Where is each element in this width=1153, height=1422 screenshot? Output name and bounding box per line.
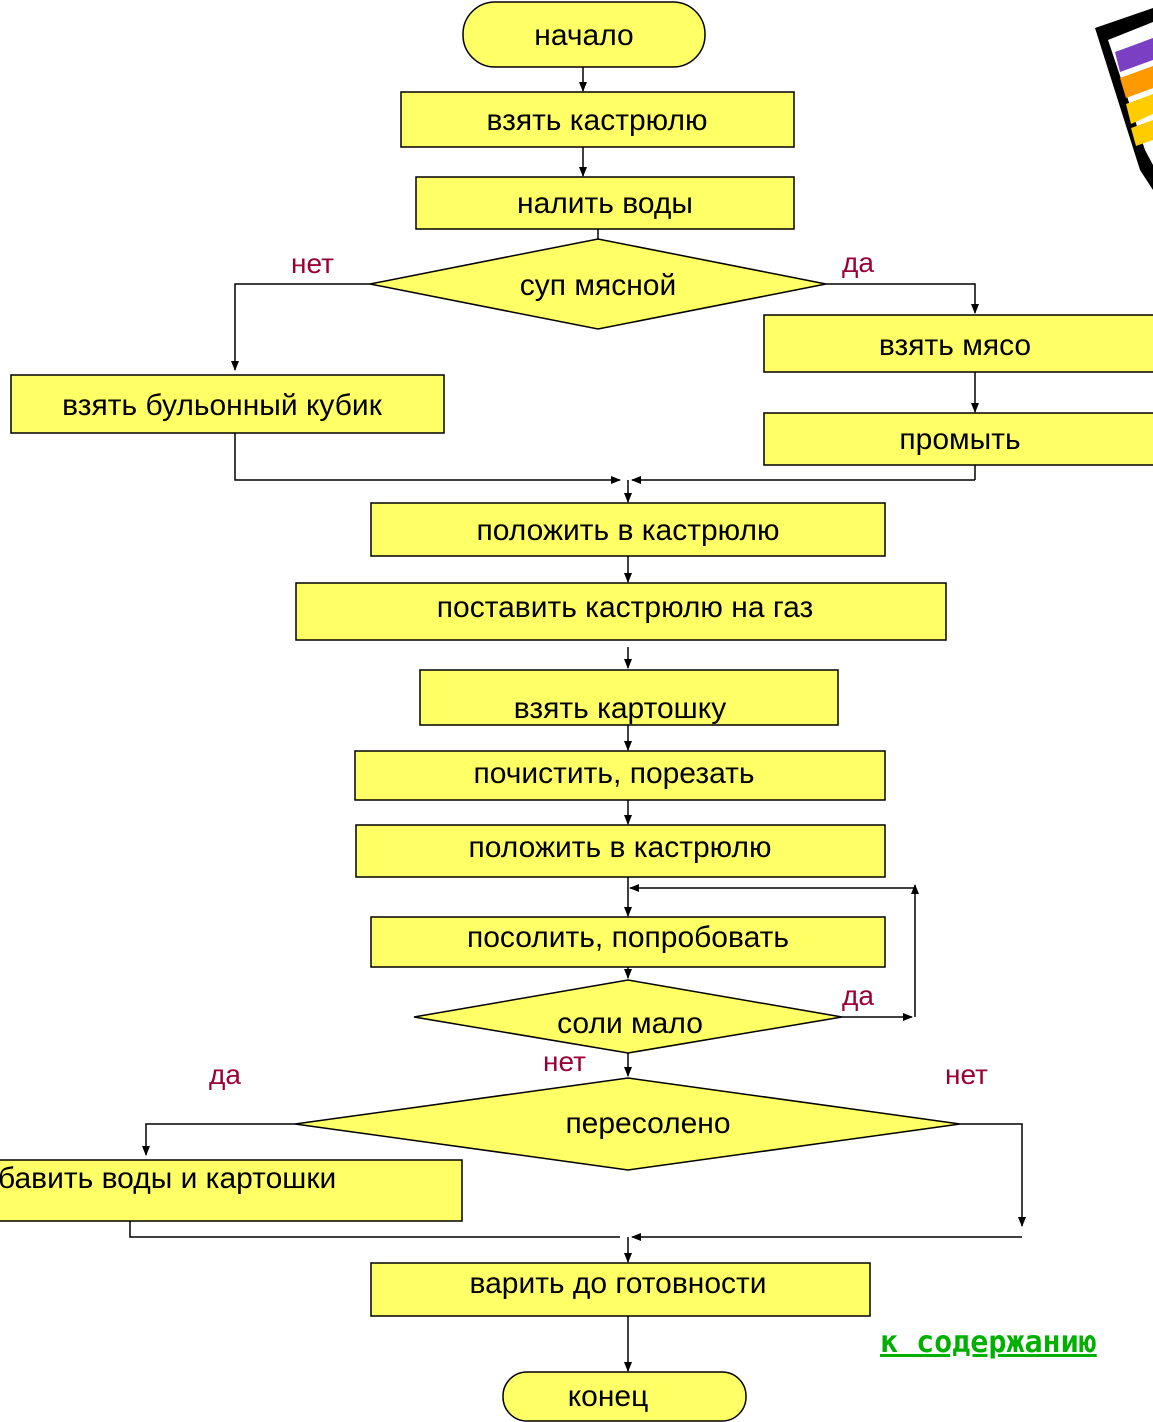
- step-cook-until-ready: варить до готовности: [370, 1262, 871, 1317]
- step-put-in-pot-2: положить в кастрюлю: [355, 824, 886, 878]
- decision-oversalted: пересолено: [294, 1077, 961, 1171]
- step-take-potato: взять картошку: [419, 669, 839, 726]
- put-in-pot-1-label: положить в кастрюлю: [476, 514, 779, 547]
- put-in-pot-2-label: положить в кастрюлю: [468, 831, 771, 864]
- oversalted-label: пересолено: [565, 1107, 730, 1140]
- meat-yes-label: да: [842, 247, 874, 278]
- decision-meat-soup: суп мясной: [369, 238, 827, 330]
- meat-no-label: нет: [291, 248, 334, 279]
- step-peel-cut: почистить, порезать: [354, 750, 886, 801]
- step-take-cube: взять бульонный кубик: [10, 374, 445, 434]
- salt-taste-label: посолить, попробовать: [467, 921, 789, 954]
- pot-on-gas-label: поставить кастрюлю на газ: [437, 591, 813, 624]
- step-salt-taste: посолить, попробовать: [370, 916, 886, 968]
- start-terminal: начало: [462, 1, 706, 68]
- take-pot-label: взять кастрюлю: [486, 104, 707, 137]
- step-take-pot: взять кастрюлю: [400, 91, 795, 148]
- notebook-icon: [1095, 8, 1153, 190]
- over-yes-label: да: [209, 1059, 241, 1090]
- step-pour-water: налить воды: [415, 176, 795, 230]
- salt-no-label: нет: [543, 1046, 586, 1077]
- take-meat-label: взять мясо: [879, 329, 1031, 362]
- decision-little-salt: соли мало: [413, 979, 843, 1054]
- take-potato-label: взять картошку: [514, 692, 726, 725]
- meat-soup-label: суп мясной: [520, 269, 676, 302]
- end-terminal: конец: [502, 1371, 747, 1422]
- peel-cut-label: почистить, порезать: [474, 757, 755, 790]
- over-no-label: нет: [945, 1059, 988, 1090]
- add-water-potato-label: добавить воды и картошки: [0, 1162, 336, 1195]
- cook-until-ready-label: варить до готовности: [469, 1267, 766, 1300]
- table-of-contents-link[interactable]: к содержанию: [880, 1325, 1097, 1360]
- start-label: начало: [534, 19, 633, 52]
- end-label: конец: [568, 1380, 649, 1413]
- little-salt-label: соли мало: [557, 1007, 703, 1040]
- pour-water-label: налить воды: [517, 187, 693, 220]
- step-add-water-potato: добавить воды и картошки: [0, 1159, 463, 1222]
- step-pot-on-gas: поставить кастрюлю на газ: [295, 582, 947, 641]
- rinse-label: промыть: [899, 423, 1020, 456]
- step-take-meat: взять мясо: [763, 314, 1153, 373]
- step-put-in-pot-1: положить в кастрюлю: [370, 502, 886, 557]
- connectors: [129, 67, 1026, 1372]
- take-cube-label: взять бульонный кубик: [62, 389, 383, 422]
- salt-yes-label: да: [842, 980, 874, 1011]
- step-rinse: промыть: [763, 412, 1153, 466]
